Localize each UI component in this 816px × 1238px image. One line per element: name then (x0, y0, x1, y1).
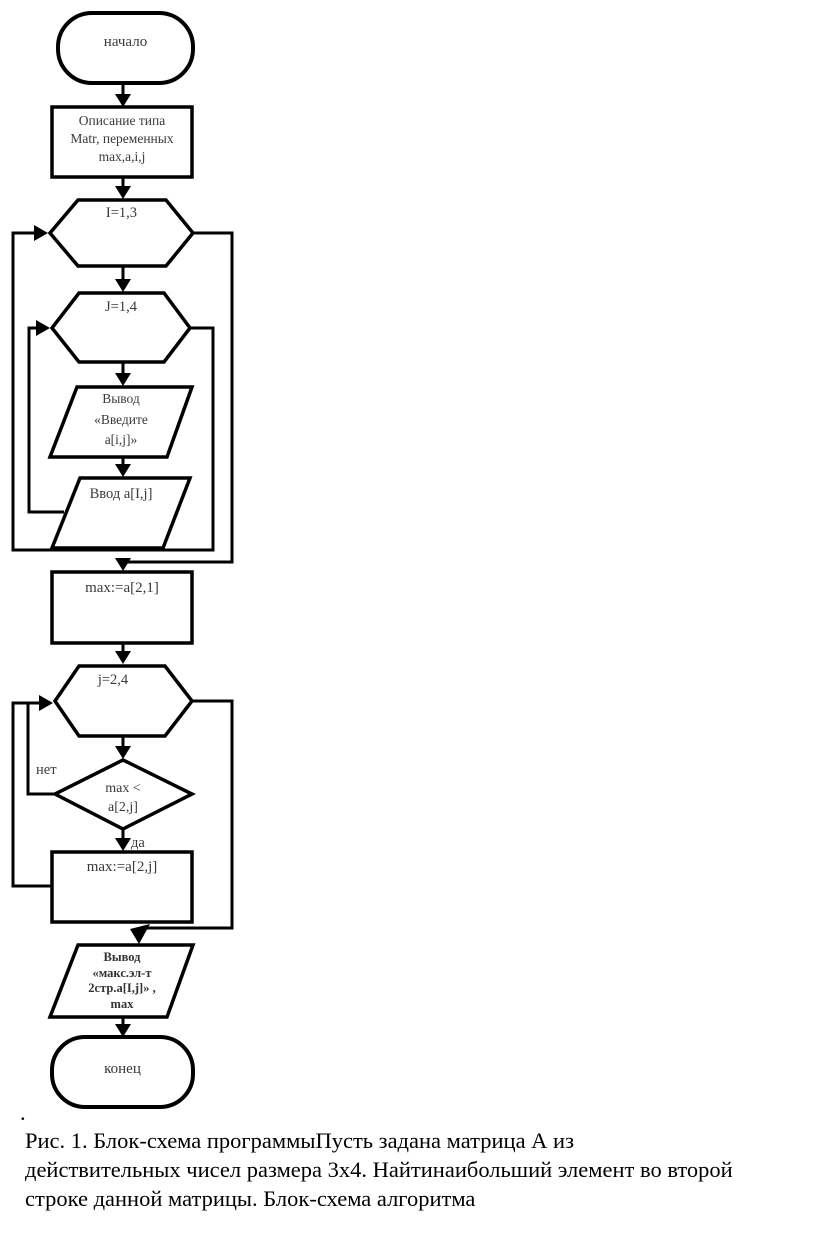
input-label: Ввод a[I,j] (89, 486, 153, 502)
output-prompt-line2: «Введите (94, 411, 148, 427)
caption-line2: действительных чисел размера 3х4. Найтин… (25, 1157, 733, 1182)
arrowhead-into-init-max (115, 558, 131, 571)
loop-j2-hexagon (52, 664, 195, 738)
decision-label-line2: a[2,j] (108, 800, 138, 815)
end-terminator (50, 1035, 195, 1109)
arrowhead-into-loop-i-top (115, 186, 131, 199)
output-result-parallelogram (47, 943, 196, 1019)
arrowhead-into-prompt (115, 373, 131, 386)
output-result-line1: Вывод (103, 950, 141, 964)
connector-loop-i-exit-to-init-max (123, 231, 234, 564)
init-max-rect (50, 570, 194, 645)
assign-max-rect (50, 850, 194, 924)
arrowhead-into-loop-j2-left (39, 695, 53, 711)
arrowheads (34, 94, 150, 1037)
arrowhead-into-loop-j2-top (115, 651, 131, 664)
connector-input-return-loop-j (27, 326, 64, 514)
output-prompt-line3: a[i,j]» (104, 432, 138, 447)
decision-label-line1: max < (105, 781, 141, 796)
declare-process-rect (50, 105, 194, 179)
arrowhead-into-input (115, 464, 131, 477)
end-label: конец (104, 1061, 141, 1077)
caption-dot: . (20, 1100, 26, 1125)
start-label: начало (103, 34, 148, 50)
init-max-label: max:=a[2,1] (85, 580, 159, 596)
arrowhead-into-output (130, 924, 150, 944)
arrowhead-into-loop-i-left (34, 225, 48, 241)
arrowhead-into-loop-j-left (36, 320, 50, 336)
connector-loop-j2-exit-to-output (141, 699, 234, 930)
connectors (11, 83, 234, 1025)
arrowhead-into-end (115, 1024, 131, 1037)
output-result-label: Вывод «макс.эл-т 2стр.a[I,j]» , max (60, 950, 184, 1012)
arrowhead-into-loop-j-top (115, 279, 131, 292)
yes-branch-label: да (131, 835, 145, 851)
output-prompt-line1: Вывод (102, 391, 140, 406)
decision-label: max < a[2,j] (53, 779, 193, 817)
arrowhead-into-declare (115, 94, 131, 107)
loop-i-hexagon (47, 198, 196, 268)
output-result-line4: max (110, 996, 134, 1011)
declare-label-line1: Описание типа (78, 113, 166, 128)
caption-line3: строке данной матрицы. Блок-схема алгори… (25, 1186, 476, 1211)
declare-label-line2: Matr, переменных (70, 131, 174, 146)
caption-line1: Рис. 1. Блок-схема программыПусть задана… (25, 1128, 574, 1153)
decision-diamond (51, 758, 196, 831)
output-result-line2: «макс.эл-т (92, 965, 152, 980)
assign-max-label: max:=a[2,j] (86, 859, 158, 875)
loop-j2-label: j=2,4 (97, 672, 129, 688)
connector-assign-return-loop-j2 (11, 701, 52, 888)
connector-no-branch (26, 703, 55, 796)
shapes (47, 11, 196, 1109)
loop-j-hexagon (49, 291, 193, 364)
output-result-line3: 2стр.a[I,j]» , (88, 981, 156, 995)
loop-j-label: J=1,4 (105, 299, 137, 315)
declare-label-line3: max,a,i,j (98, 149, 146, 164)
output-prompt-label: Вывод «Введите a[i,j]» (62, 389, 180, 451)
output-prompt-parallelogram (47, 385, 195, 459)
arrowhead-into-assign (115, 838, 131, 851)
start-terminator (56, 11, 195, 85)
input-parallelogram (49, 476, 193, 550)
arrowhead-into-decision (115, 746, 131, 759)
loop-i-label: I=1,3 (105, 205, 138, 221)
no-branch-label: нет (36, 762, 57, 778)
connector-loop-j-exit-to-loop-i (11, 231, 215, 552)
declare-label: Описание типа Matr, переменных max,a,i,j (52, 112, 192, 166)
